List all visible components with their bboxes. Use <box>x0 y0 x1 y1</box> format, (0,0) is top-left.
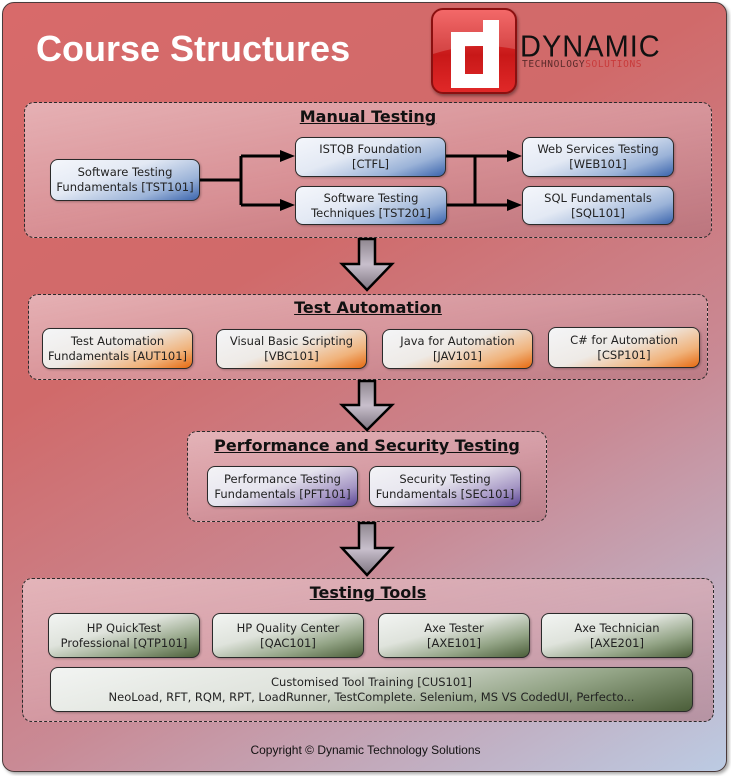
course-cus101[interactable]: Customised Tool Training [CUS101]NeoLoad… <box>50 667 693 712</box>
course-label: Web Services Testing[WEB101] <box>537 142 659 171</box>
course-label: HP Quality Center[QAC101] <box>236 620 340 650</box>
course-label: C# for Automation[CSP101] <box>570 332 678 362</box>
section-title-manual-testing: Manual Testing <box>299 107 437 126</box>
d-logo-icon <box>431 8 517 94</box>
brand-tagline-solutions: SOLUTIONS <box>585 59 643 70</box>
brand-tagline: TECHNOLOGYSOLUTIONS <box>522 59 642 70</box>
copyright-text: Copyright © Dynamic Technology Solutions <box>250 743 481 757</box>
d-logo-glyph-icon <box>433 10 515 88</box>
course-ctfl[interactable]: ISTQB Foundation[CTFL] <box>295 137 446 177</box>
course-label: SQL Fundamentals[SQL101] <box>544 190 652 220</box>
section-title-testing-tools: Testing Tools <box>309 583 427 602</box>
course-label: Axe Technician[AXE201] <box>574 620 660 650</box>
page-title: Course Structures <box>36 28 351 69</box>
brand-name: DYNAMIC <box>520 30 661 64</box>
course-qac101[interactable]: HP Quality Center[QAC101] <box>212 613 364 658</box>
course-web101[interactable]: Web Services Testing[WEB101] <box>522 137 674 177</box>
course-jav101[interactable]: Java for Automation[JAV101] <box>382 329 533 369</box>
course-sql101[interactable]: SQL Fundamentals[SQL101] <box>522 186 674 225</box>
section-title-test-automation: Test Automation <box>294 298 442 317</box>
course-label: Axe Tester[AXE101] <box>424 620 484 650</box>
brand-tagline-technology: TECHNOLOGY <box>522 59 586 70</box>
course-axe101[interactable]: Axe Tester[AXE101] <box>378 613 530 658</box>
course-label: Java for Automation[JAV101] <box>400 334 515 363</box>
course-vbc101[interactable]: Visual Basic Scripting[VBC101] <box>216 329 367 369</box>
course-label: ISTQB Foundation[CTFL] <box>319 142 422 171</box>
section-title-performance-security: Performance and Security Testing <box>214 436 520 455</box>
course-csp101[interactable]: C# for Automation[CSP101] <box>548 327 700 368</box>
course-label: Customised Tool Training [CUS101]NeoLoad… <box>108 674 635 704</box>
course-axe201[interactable]: Axe Technician[AXE201] <box>541 613 693 658</box>
course-label: Visual Basic Scripting[VBC101] <box>229 334 354 363</box>
